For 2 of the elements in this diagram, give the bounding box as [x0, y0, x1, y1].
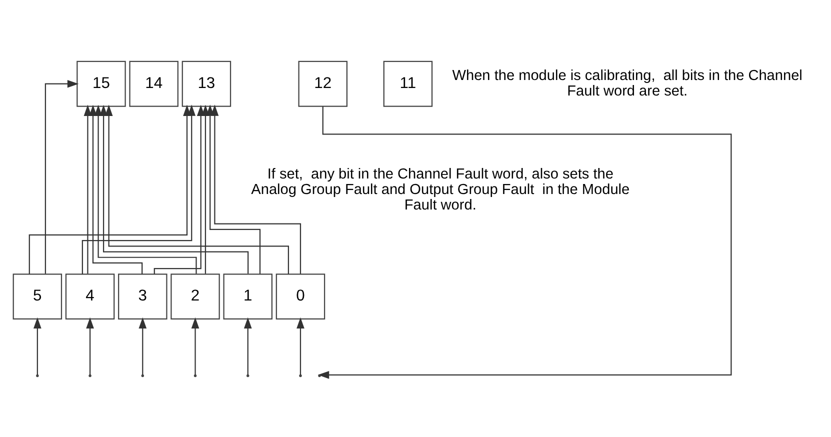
label: When the module is calibrating, all bits in the Channel Fault word are set. — [452, 67, 802, 100]
label: If set, any bit in the Channel Fault word, also sets the Analog Group Fault and Output Group Fault in the Module Fault word. — [251, 166, 630, 214]
